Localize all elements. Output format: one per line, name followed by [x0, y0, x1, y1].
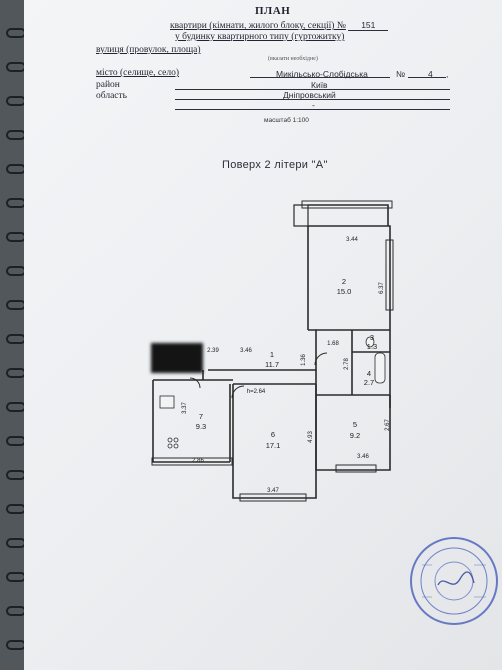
room-4-number: 4	[367, 369, 371, 378]
room-1-number: 1	[270, 350, 274, 359]
dim-1-36: 1.36	[301, 354, 307, 366]
dim-2-67: 2.67	[385, 419, 391, 431]
room-3-area: 1.3	[367, 342, 377, 351]
room-6-number: 6	[271, 430, 275, 439]
house-underline	[408, 77, 446, 78]
dim-3-47: 3.47	[267, 488, 279, 494]
region-value: -	[312, 100, 315, 110]
dim-2-78: 2.78	[344, 358, 350, 370]
city-value: Київ	[311, 80, 328, 90]
room-7-area: 9.3	[196, 422, 206, 431]
apartment-line: квартири (кімнати, жилого блоку, секції)…	[170, 20, 389, 31]
room-3-number: 3	[370, 333, 374, 342]
room-6-area: 17.1	[266, 441, 281, 450]
room-2-area: 15.0	[337, 287, 352, 296]
dim-2-86: 2.86	[192, 458, 204, 464]
ceiling-height: h=2.64	[247, 389, 266, 395]
hint-text: (вказати необхідне)	[268, 56, 318, 62]
document-page	[24, 0, 502, 670]
scale-label: масштаб 1:100	[264, 117, 309, 124]
city-label: місто (селище, село)	[96, 68, 180, 78]
region-underline	[175, 109, 450, 110]
dim-2-39: 2.39	[207, 348, 219, 354]
district-value: Дніпровський	[283, 90, 336, 100]
room-5-area: 9.2	[350, 431, 360, 440]
room-4-area: 2.7	[364, 378, 374, 387]
apartment-label: квартири (кімнати, жилого блоку, секції)…	[170, 21, 346, 31]
redaction-block	[151, 343, 203, 373]
room-1-area: 11.7	[265, 360, 279, 369]
dim-3-37: 3.37	[182, 402, 188, 414]
district-underline	[175, 99, 450, 100]
dim-3-44: 3.44	[346, 237, 358, 243]
street-label: вулиця (провулок, площа)	[96, 45, 201, 55]
official-stamp	[410, 537, 498, 625]
binder-strip	[0, 0, 26, 670]
building-type: у будинку квартирного типу (гуртожитку)	[175, 32, 345, 42]
street-value: Микільсько-Слобідська	[276, 69, 368, 79]
room-5-number: 5	[353, 420, 357, 429]
dim-6-37: 6.37	[379, 282, 385, 294]
comma: ,	[446, 69, 449, 79]
floor-heading: Поверх 2 літери "А"	[222, 159, 328, 171]
house-label: №	[396, 69, 406, 79]
city-underline	[175, 89, 450, 90]
house-value: 4	[428, 69, 433, 79]
room-2-number: 2	[342, 277, 346, 286]
dim-1-68: 1.68	[327, 341, 339, 347]
dim-3-46-bottom: 3.46	[357, 454, 369, 460]
dim-3-46-top: 3.46	[240, 348, 252, 354]
region-label: область	[96, 91, 128, 101]
room-7-number: 7	[199, 412, 203, 421]
district-label: район	[96, 80, 120, 90]
dim-4-93: 4.93	[308, 431, 314, 443]
document-title: ПЛАН	[255, 5, 291, 17]
street-underline	[250, 77, 390, 78]
apartment-number: 151	[348, 20, 389, 31]
